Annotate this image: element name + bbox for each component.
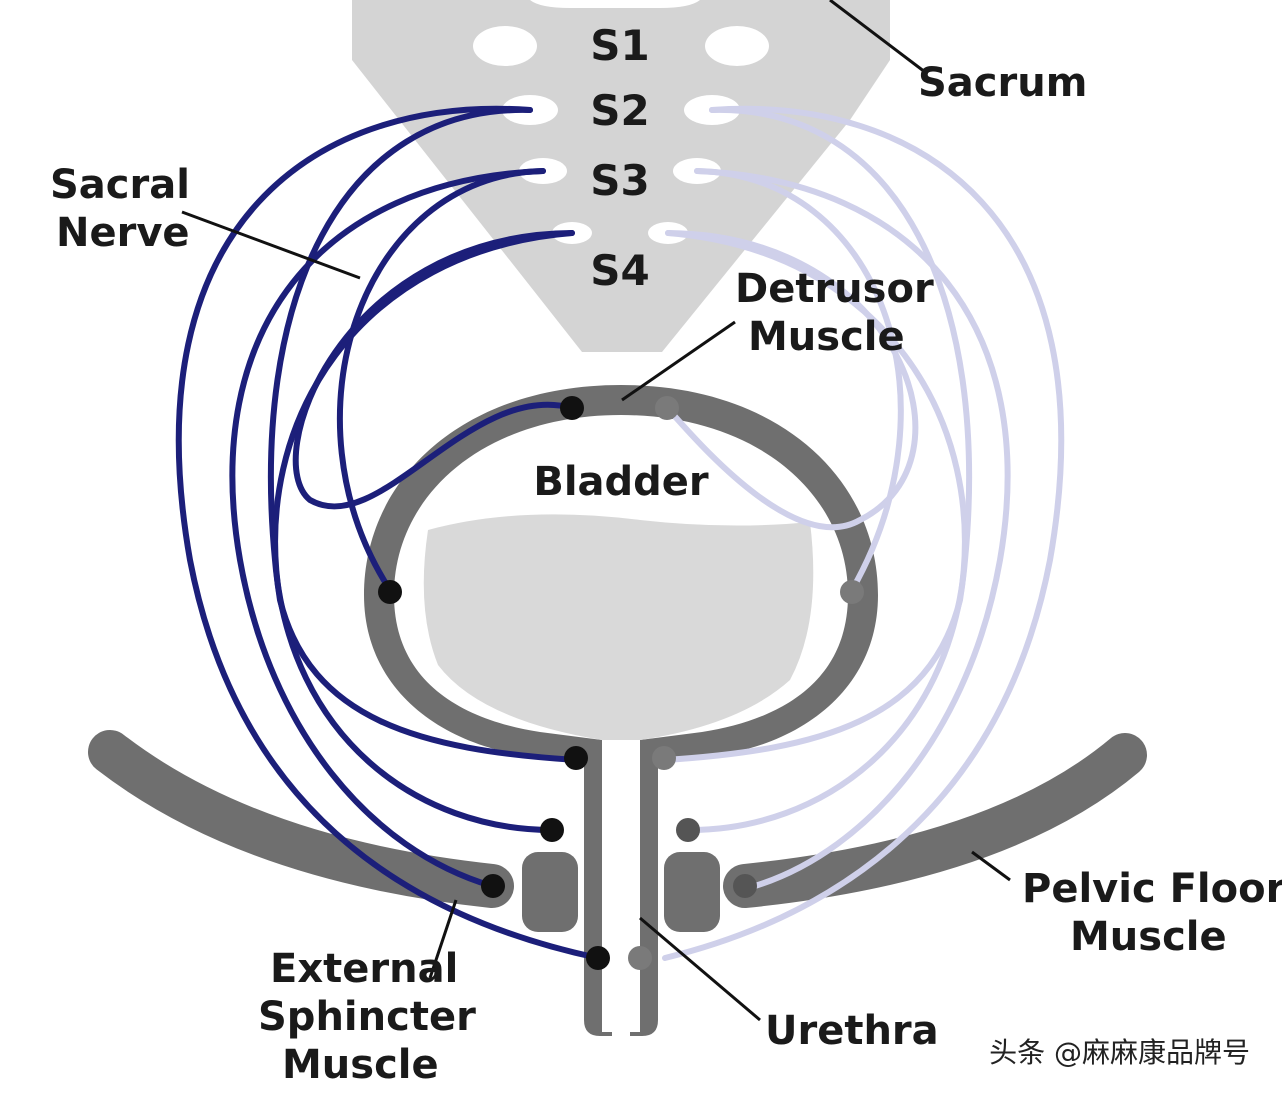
external-sphincter-label-line3: Muscle: [282, 1042, 439, 1088]
bladder-side-dot-left: [378, 580, 402, 604]
pelvic-floor-label-line1: Pelvic Floor: [1022, 866, 1282, 912]
urethra-dot-left: [586, 946, 610, 970]
s1-left-foramen: [473, 26, 537, 66]
external-sphincter-label-line1: External: [270, 946, 458, 992]
detrusor-dot-right: [655, 396, 679, 420]
s1-label: S1: [590, 21, 649, 70]
external-sphincter-right: [664, 852, 720, 932]
leader-lines: [181, 0, 1011, 1022]
urethra-label: Urethra: [765, 1008, 939, 1054]
sphincter-top-dot-right: [676, 818, 700, 842]
sacral-nerve-label-line2: Nerve: [56, 210, 190, 256]
sacrum-label: Sacrum: [918, 60, 1087, 106]
s4-label: S4: [590, 246, 649, 295]
urethra-channel: [612, 740, 630, 1040]
urethra-dot-right: [628, 946, 652, 970]
watermark: 头条 @麻麻康品牌号: [989, 1036, 1250, 1069]
bladder-neck-dot-left: [564, 746, 588, 770]
pelvic-floor-left: [88, 730, 514, 908]
left-nerves: [175, 105, 601, 961]
sacral-nerve-label-line1: Sacral: [50, 162, 190, 208]
pelvic-floor-dot-right: [733, 874, 757, 898]
pelvic-floor-dot-left: [481, 874, 505, 898]
pelvic-floor-right: [723, 733, 1147, 908]
sphincter-top-dot-left: [540, 818, 564, 842]
external-sphincter-label-line2: Sphincter: [258, 994, 476, 1040]
sacrum-top-notch: [530, 0, 700, 8]
s3-label: S3: [590, 156, 649, 205]
s2-label: S2: [590, 86, 649, 135]
right-nerves: [662, 105, 1065, 961]
pelvic-floor-label-line2: Muscle: [1070, 914, 1227, 960]
detrusor-label-line1: Detrusor: [735, 266, 934, 312]
sacrum-bone: [352, 0, 890, 352]
detrusor-label-line2: Muscle: [748, 314, 905, 360]
bladder-label: Bladder: [533, 459, 709, 505]
detrusor-dot-left: [560, 396, 584, 420]
bladder-urine: [423, 514, 814, 740]
external-sphincter-left: [522, 852, 578, 932]
s1-right-foramen: [705, 26, 769, 66]
bladder-side-dot-right: [840, 580, 864, 604]
bladder-neck-dot-right: [652, 746, 676, 770]
